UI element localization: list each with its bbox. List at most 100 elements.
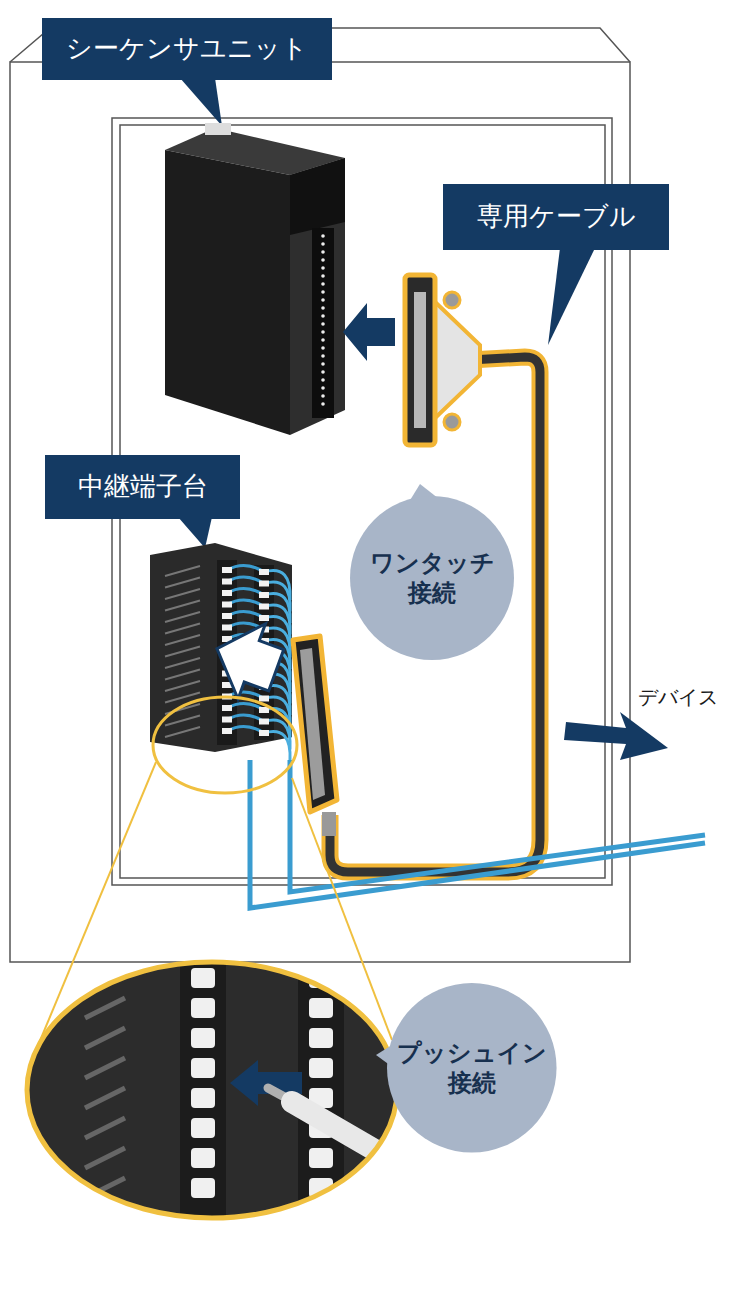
terminal-slot <box>165 658 200 668</box>
zoom-terminal <box>191 1028 215 1048</box>
bubble-text: ワンタッチ 接続 <box>370 548 495 608</box>
push-arrow <box>203 611 290 708</box>
socket-pin <box>321 386 325 390</box>
bubble-outline <box>387 983 557 1153</box>
socket-pin <box>321 234 325 238</box>
socket-pin <box>321 362 325 366</box>
socket-pin <box>321 346 325 350</box>
block-body <box>150 543 292 752</box>
bubble-circle <box>387 983 557 1153</box>
terminal-hole <box>222 717 232 723</box>
zoom-ground <box>25 960 400 1222</box>
terminal-hole <box>222 613 232 619</box>
zoom-ring <box>27 962 397 1218</box>
socket-pin <box>321 266 325 270</box>
blue-wire <box>250 760 705 908</box>
connector-bolt <box>444 414 460 430</box>
zoom-terminal <box>191 1118 215 1138</box>
terminal-hole <box>222 579 232 585</box>
socket-pin <box>321 290 325 294</box>
unit-tab <box>205 123 231 135</box>
zoom-column <box>180 960 226 1222</box>
terminal-hole <box>259 707 269 713</box>
blue-wire <box>290 760 705 892</box>
terminal-hole <box>222 567 232 573</box>
socket-pin <box>321 378 325 382</box>
socket-pin <box>321 274 325 278</box>
zoom-terminal <box>191 1178 215 1198</box>
zoom-terminal <box>191 968 215 988</box>
terminal-slot <box>165 647 200 657</box>
terminal-slot <box>165 601 200 611</box>
socket-pin <box>321 242 325 246</box>
zoom-terminal <box>191 1058 215 1078</box>
unit-side <box>165 150 290 435</box>
socket-pin <box>321 338 325 342</box>
cabinet-outline <box>10 28 630 962</box>
speech-bubble: プッシュイン 接続 <box>387 983 557 1153</box>
device-label: デバイス <box>638 685 718 709</box>
zoom-terminals <box>85 968 333 1198</box>
connector-pins <box>414 292 426 428</box>
relay-terminal-block <box>150 543 292 761</box>
terminal-hole <box>222 625 232 631</box>
insert-arrow <box>343 303 395 361</box>
highlight-ring <box>153 697 297 793</box>
zoom-terminal <box>309 1058 333 1078</box>
unit-front <box>290 158 345 435</box>
blue-wire <box>227 600 264 607</box>
callout-tag: 専用ケーブル <box>443 184 669 250</box>
terminal-slot <box>165 612 200 622</box>
zoom-terminal <box>191 998 215 1018</box>
terminal-slot <box>165 578 200 588</box>
connector-pins <box>300 648 325 800</box>
socket-pin <box>321 394 325 398</box>
sequencer-unit <box>165 123 345 435</box>
blue-wire <box>227 715 264 722</box>
socket-pin <box>321 298 325 302</box>
unit-fin <box>290 158 345 235</box>
terminal-hole <box>259 581 269 587</box>
terminal-hole <box>259 696 269 702</box>
terminal-hole <box>259 569 269 575</box>
terminal-hole <box>259 719 269 725</box>
socket-pin <box>321 354 325 358</box>
unit-socket <box>312 228 334 418</box>
zoom-view <box>25 960 420 1222</box>
zoom-slot <box>85 1088 125 1108</box>
terminal-hole <box>259 604 269 610</box>
terminal-slot <box>165 727 200 737</box>
zoom-terminal <box>309 1028 333 1048</box>
blue-wire <box>227 588 264 595</box>
socket-pin <box>321 402 325 406</box>
tag-pointer <box>180 78 222 126</box>
blue-wire <box>227 726 264 733</box>
terminal-parts <box>165 565 290 761</box>
zoom-slot <box>85 1028 125 1048</box>
zoom-slot <box>85 1058 125 1078</box>
socket-pin <box>321 250 325 254</box>
bubble-outline <box>350 496 514 660</box>
connector-body <box>293 636 337 812</box>
cable-connector-top <box>405 275 480 445</box>
callout-tag: 中継端子台 <box>45 455 240 519</box>
terminal-slot <box>165 624 200 634</box>
terminal-hole <box>259 615 269 621</box>
terminal-slot <box>165 589 200 599</box>
terminal-hole <box>259 592 269 598</box>
socket-pin <box>321 282 325 286</box>
tag-text: シーケンサユニット <box>66 33 308 64</box>
terminal-slot <box>165 635 200 645</box>
tag-pointer <box>178 517 212 548</box>
callout-tag: シーケンサユニット <box>42 18 332 80</box>
terminal-slot <box>165 566 200 576</box>
zoom-terminal <box>191 1148 215 1168</box>
terminal-slot <box>165 670 200 680</box>
blue-wire <box>227 611 264 618</box>
zoom-slot <box>85 1118 125 1138</box>
zoom-terminal <box>309 1148 333 1168</box>
tag-pointer <box>548 248 595 345</box>
socket-pin <box>321 322 325 326</box>
terminal-slot <box>165 716 200 726</box>
